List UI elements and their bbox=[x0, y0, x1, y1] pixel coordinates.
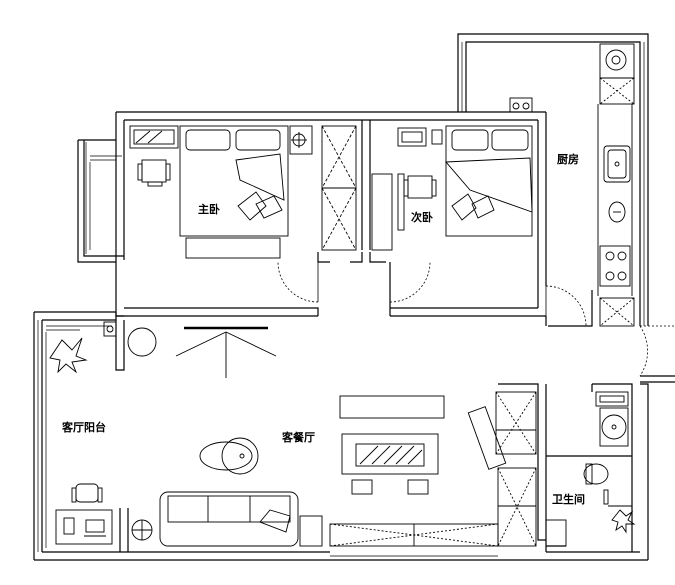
kitchen bbox=[509, 43, 635, 327]
living-balcony bbox=[49, 321, 117, 545]
second-bedroom bbox=[371, 125, 533, 251]
label-kitchen: 厨房 bbox=[557, 152, 579, 166]
room-labels: 主卧 次卧 厨房 客餐厅 客厅阳台 卫生间 bbox=[61, 152, 585, 506]
doors bbox=[46, 155, 675, 377]
walls bbox=[33, 33, 675, 561]
master-bedroom bbox=[129, 125, 357, 259]
windows bbox=[37, 42, 645, 557]
label-bathroom: 卫生间 bbox=[552, 492, 585, 506]
bathroom bbox=[545, 391, 636, 547]
label-living-balcony: 客厅阳台 bbox=[61, 420, 106, 434]
label-second-bedroom: 次卧 bbox=[411, 210, 433, 224]
living-dining bbox=[127, 326, 537, 547]
label-living-dining: 客餐厅 bbox=[281, 430, 315, 444]
label-master-bedroom: 主卧 bbox=[198, 202, 220, 216]
